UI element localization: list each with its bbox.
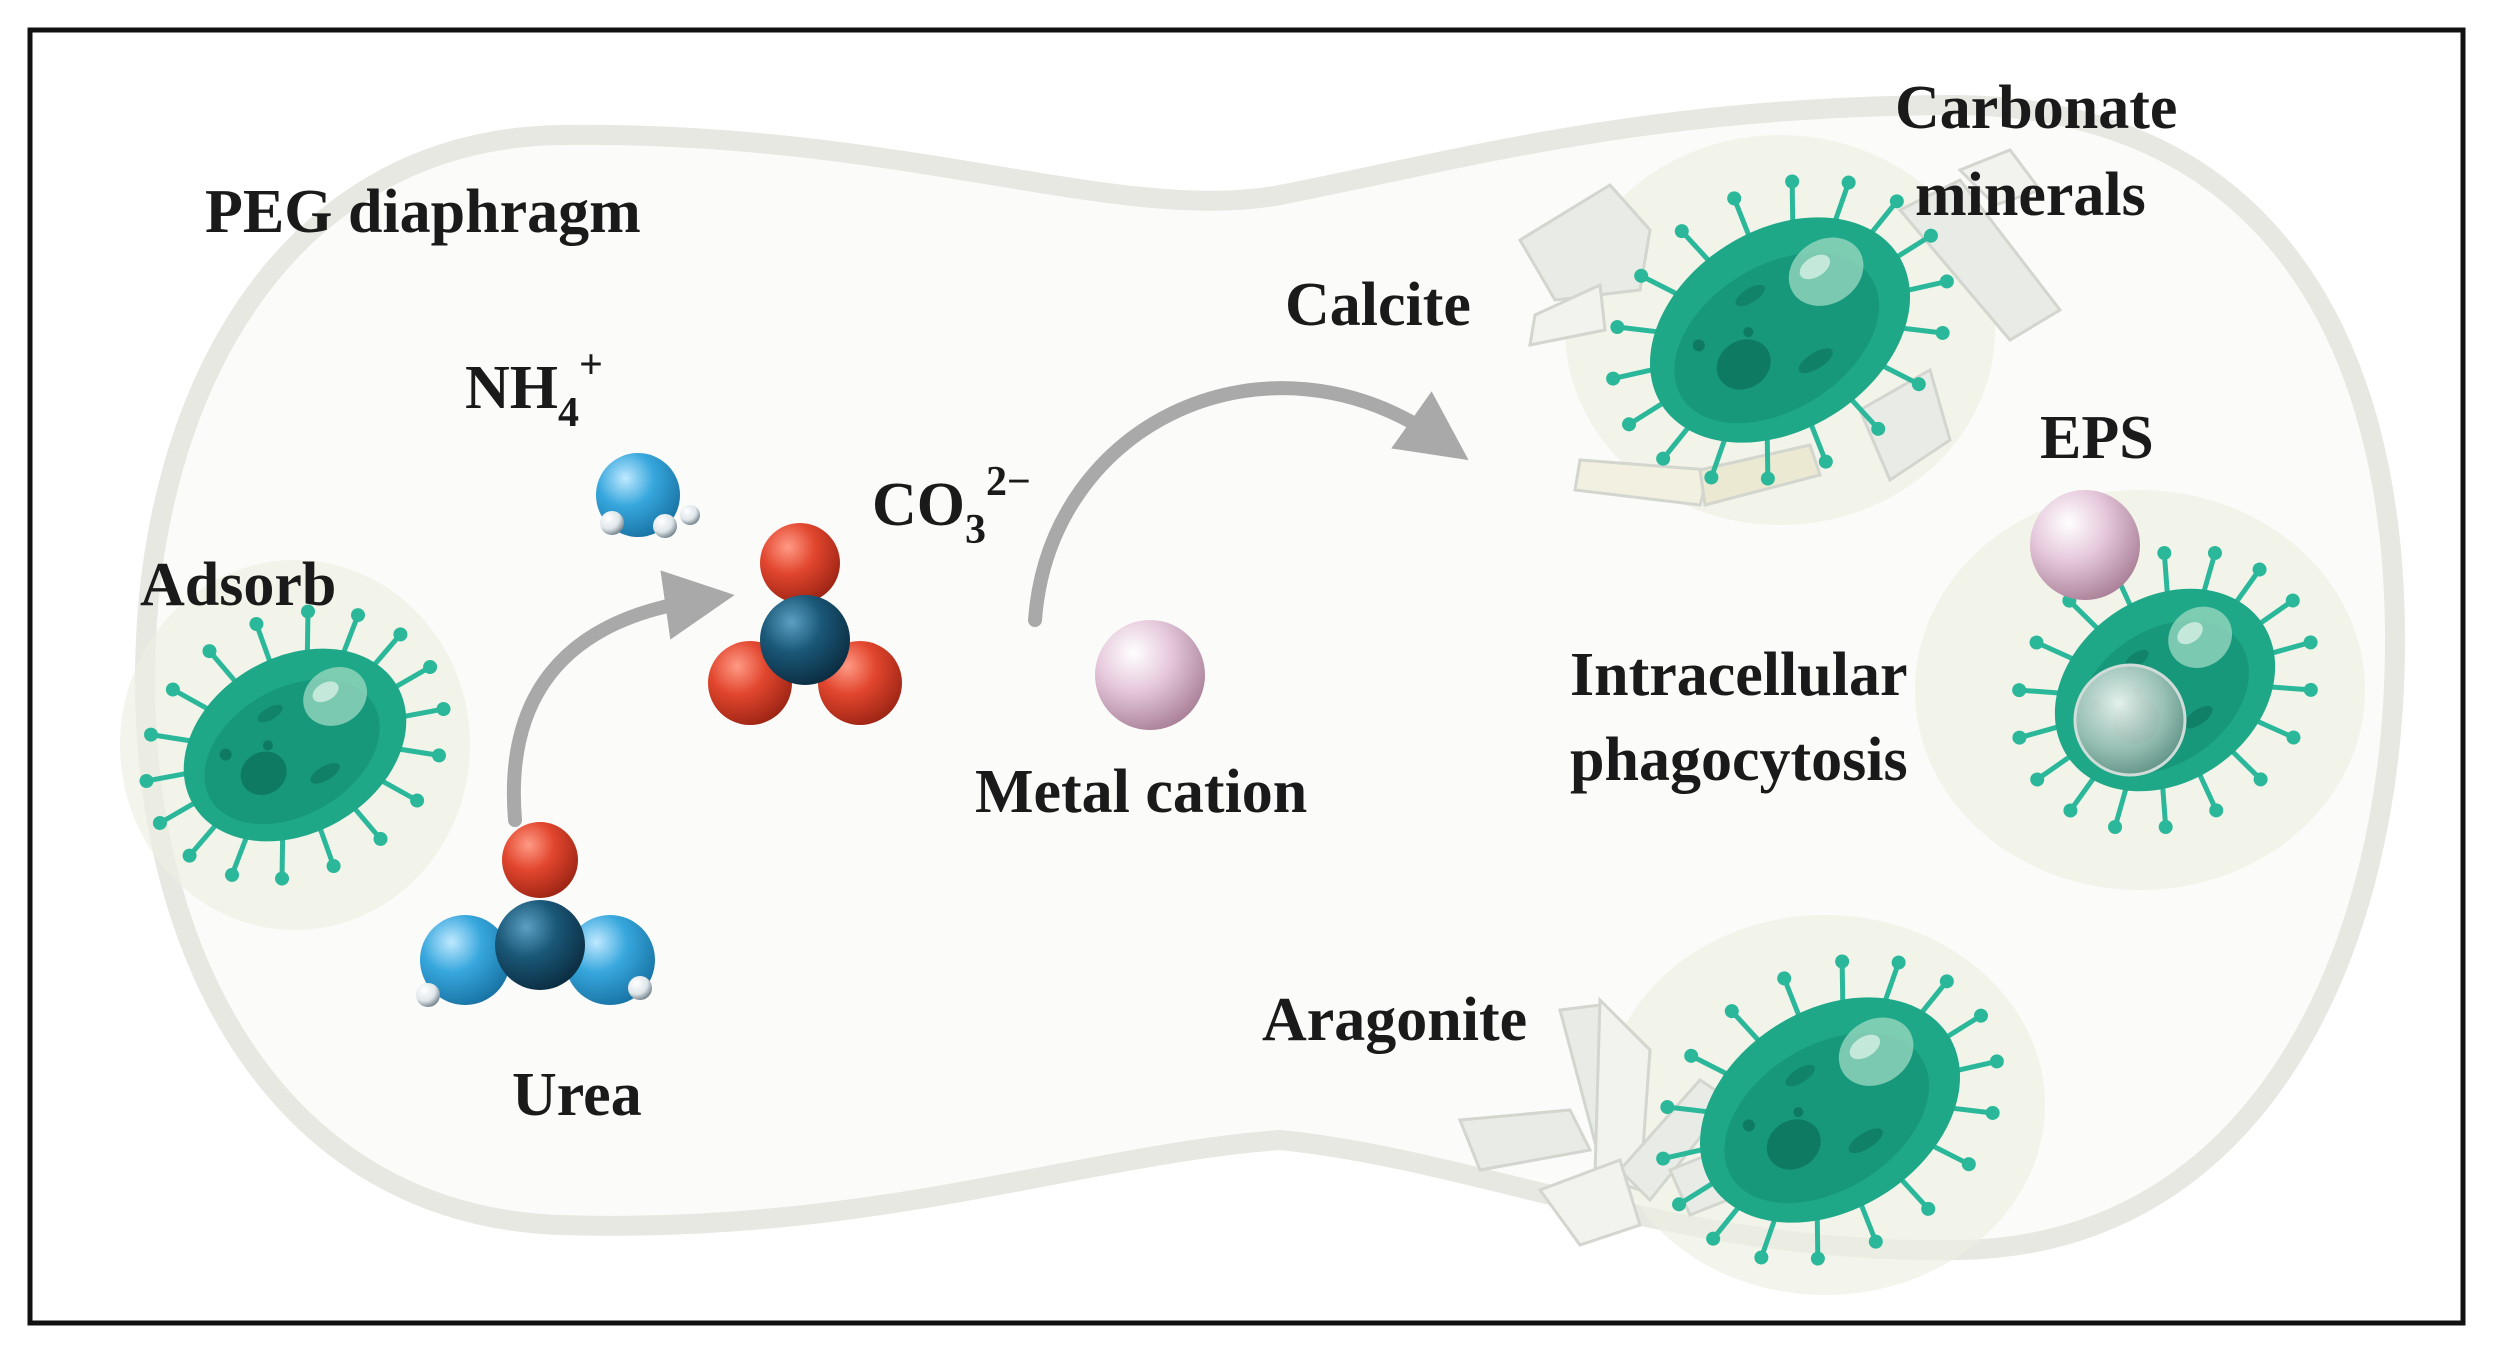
metal-cation-label: Metal cation — [975, 758, 1307, 826]
carbonate-minerals-label-line2: minerals — [1915, 161, 2146, 229]
eps-label: EPS — [2040, 404, 2154, 472]
carbonate-minerals-label-line1: Carbonate — [1895, 74, 2177, 142]
eps-cation-sphere — [2030, 490, 2140, 600]
carbonate-label: CO32− — [872, 459, 1031, 553]
urea-molecule — [416, 822, 655, 1007]
urea-hydrolysis-arrow — [506, 570, 735, 827]
calcite-crystals — [1517, 148, 2063, 507]
peg-diaphragm-label: PEG diaphragm — [205, 178, 641, 246]
intracellular-label-line1: Intracellular — [1570, 641, 1908, 709]
adsorb-bacterium — [139, 604, 451, 886]
urea-label: Urea — [512, 1061, 642, 1129]
intracellular-label-line2: phagocytosis — [1570, 726, 1908, 794]
ammonium-molecule — [596, 453, 700, 538]
carbonate-molecule — [708, 523, 902, 725]
aragonite-label: Aragonite — [1262, 986, 1527, 1054]
metal-cation-sphere — [1095, 620, 1205, 730]
aragonite-bacterium — [1656, 954, 2004, 1266]
calcite-label: Calcite — [1285, 271, 1471, 339]
ammonium-label: NH4+ — [465, 342, 603, 436]
adsorb-label: Adsorb — [140, 551, 336, 619]
calcite-bacterium — [1606, 174, 1954, 486]
internalized-vesicle — [2073, 663, 2187, 777]
precipitation-arrow — [1028, 381, 1469, 627]
